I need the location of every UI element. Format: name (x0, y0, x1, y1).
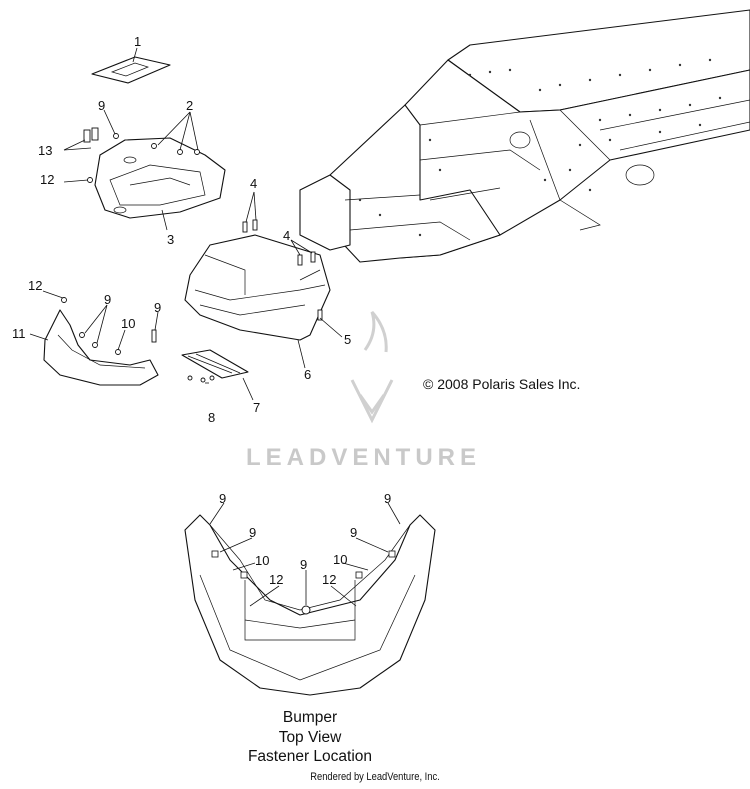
bumper-top-view (184, 514, 436, 696)
callout-2: 2 (186, 98, 193, 113)
callout-12: 12 (28, 278, 42, 293)
callout-4: 4 (250, 176, 257, 191)
topview-callout-12: 12 (269, 572, 283, 587)
topview-callout-9: 9 (249, 525, 256, 540)
part-1-cover-plate (91, 56, 171, 84)
part-11-bumper (43, 309, 159, 386)
caption-line-2: Top View (278, 729, 342, 746)
chassis-frame (299, 9, 750, 263)
topview-callout-10: 10 (333, 552, 347, 567)
callout-7: 7 (253, 400, 260, 415)
caption-line-3: Fastener Location (247, 748, 373, 765)
callout-8: 8 (208, 410, 215, 425)
topview-callout-10: 10 (255, 553, 269, 568)
callout-3: 3 (167, 232, 174, 247)
callout-4: 4 (283, 228, 290, 243)
part-6-skid (184, 234, 331, 341)
callout-12: 12 (40, 172, 54, 187)
topview-callout-9: 9 (384, 491, 391, 506)
callout-9: 9 (104, 292, 111, 307)
topview-callout-9: 9 (300, 557, 307, 572)
callout-9: 9 (154, 300, 161, 315)
callout-10: 10 (121, 316, 135, 331)
footer-credit: Rendered by LeadVenture, Inc. (310, 771, 440, 783)
watermark-logo (350, 311, 394, 424)
copyright-text: © 2008 Polaris Sales Inc. (423, 376, 581, 392)
caption-line-1: Bumper (282, 709, 338, 726)
callouts: 1 2 3 4 4 5 6 7 8 9 9 9 10 11 12 12 13 9… (12, 34, 391, 587)
topview-callout-12: 12 (322, 572, 336, 587)
callout-1: 1 (134, 34, 141, 49)
topview-callout-9: 9 (219, 491, 226, 506)
callout-13: 13 (38, 143, 52, 158)
callout-6: 6 (304, 367, 311, 382)
topview-callout-9: 9 (350, 525, 357, 540)
callout-5: 5 (344, 332, 351, 347)
watermark-text: LEADVENTURE (246, 444, 482, 471)
fasteners (61, 127, 323, 383)
callout-11: 11 (12, 326, 26, 341)
part-7-pad (181, 349, 249, 379)
part-3-upper-pan (94, 137, 226, 219)
callout-9: 9 (98, 98, 105, 113)
leader-lines (29, 47, 401, 607)
